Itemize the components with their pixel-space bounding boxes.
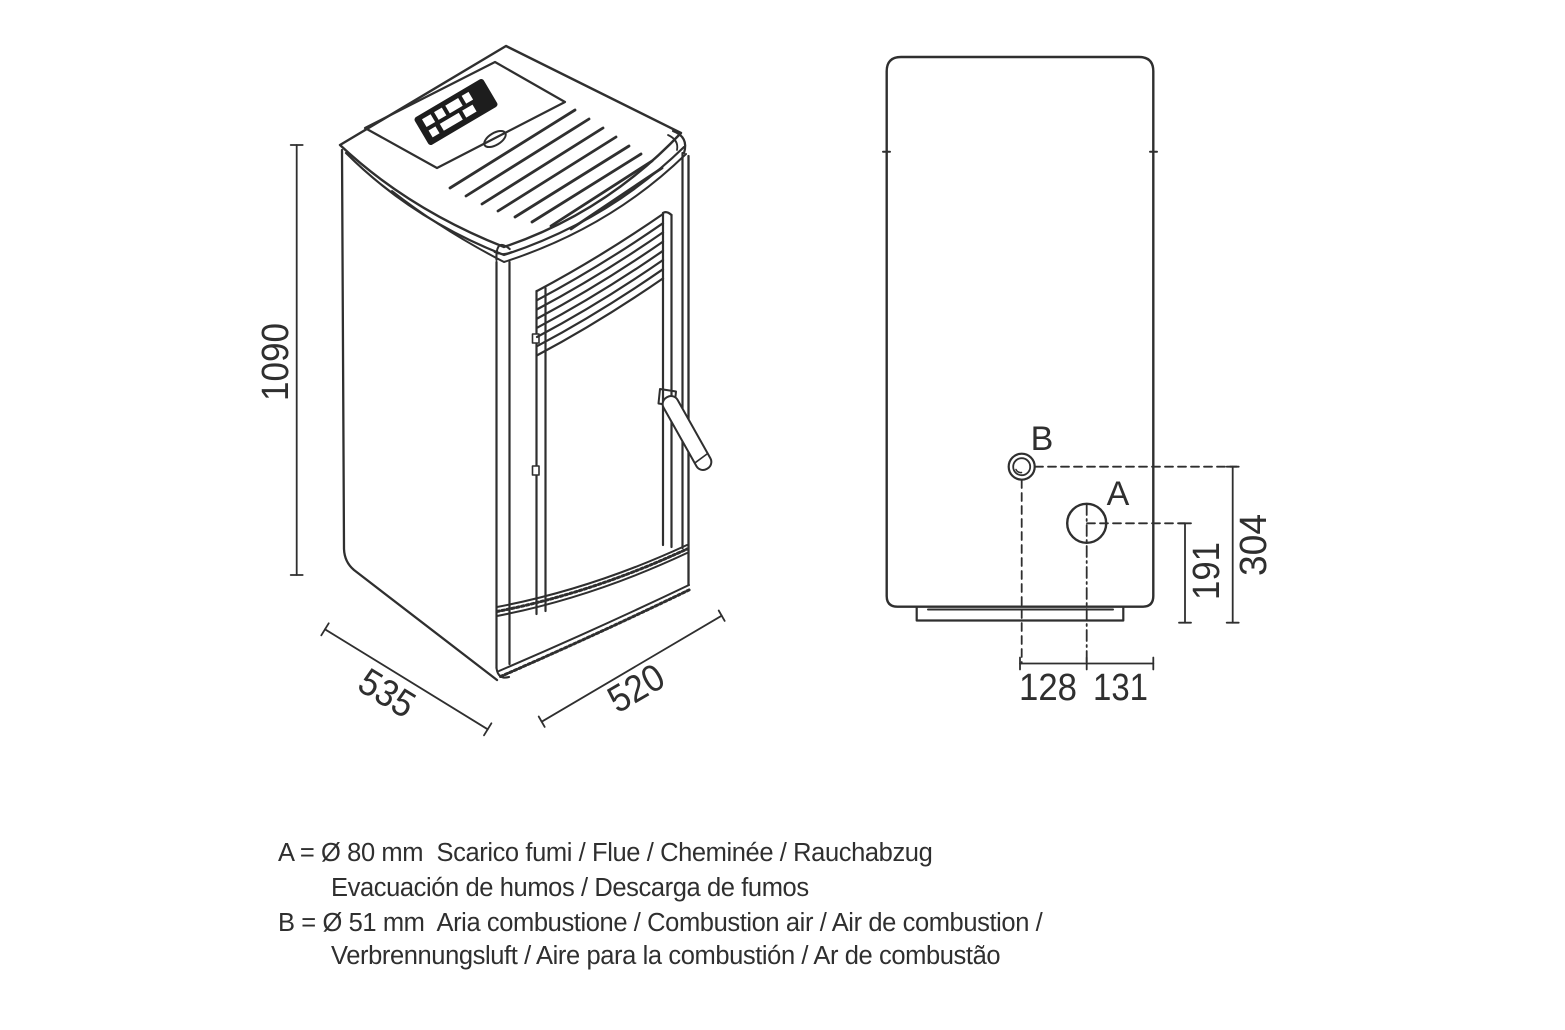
dimension-width-value: 520 (601, 656, 672, 721)
label-flue-outlet: A (1107, 475, 1130, 513)
display-key-3 (461, 91, 474, 104)
stove-top-corner-cap (671, 129, 687, 155)
stove-top-rim-2 (391, 153, 687, 263)
control-display[interactable] (413, 78, 498, 146)
top-vent-slats (448, 108, 664, 231)
dimension-flue-height-value: 191 (1186, 542, 1228, 600)
stove-top-rim-1 (344, 145, 686, 257)
dimension-bottom (1019, 656, 1155, 671)
dimension-flue-offset-value: 131 (1093, 667, 1148, 709)
display-key-6 (462, 104, 477, 118)
dimension-width-line (540, 614, 723, 723)
rear-body-outline (885, 55, 1155, 608)
dimension-depth-value: 535 (351, 661, 422, 727)
legend-flue-line-2: Evacuación de humos / Descarga de fumos (331, 874, 809, 902)
display-key-4 (428, 126, 440, 138)
legend-flue-line-1: A = Ø 80 mm Scarico fumi / Flue / Chemin… (278, 839, 933, 867)
base-seam-band (495, 544, 689, 617)
lid-latch[interactable] (482, 128, 509, 151)
dimension-depth (320, 622, 493, 737)
dimension-flue-height (1178, 522, 1192, 624)
dimension-depth-tick-right (483, 722, 493, 737)
door-top-corner (661, 211, 673, 217)
base-bottom-edge (498, 584, 692, 678)
front-corner-post-seam (493, 251, 513, 255)
display-key-2 (434, 107, 447, 120)
dimension-air-height (1225, 465, 1240, 624)
air-inlet-inner-circle (1012, 457, 1032, 477)
dimension-air-height-value: 304 (1233, 514, 1275, 576)
control-lid-outline (363, 60, 567, 170)
front-corner-post-top-cap (495, 243, 511, 262)
rear-plinth (915, 605, 1125, 622)
rear-view: B A 304 191 (882, 55, 1275, 709)
air-inlet-detail (1015, 468, 1023, 474)
display-key-1 (421, 114, 436, 128)
dimension-height (289, 144, 304, 576)
door-hinge-top (531, 333, 540, 344)
dimension-depth-tick-left (320, 622, 330, 637)
door-louvers (535, 212, 665, 357)
label-air-inlet: B (1031, 420, 1054, 458)
dimension-width (537, 609, 726, 728)
door-hinge-bottom (531, 465, 540, 476)
dimension-height-value: 1090 (255, 323, 297, 401)
display-key-5 (439, 112, 463, 131)
dimension-width-tick-left (537, 715, 546, 728)
stove-top-corner-cap-inner (667, 134, 679, 151)
dimension-width-tick-right (717, 609, 726, 622)
door-handle[interactable] (660, 393, 714, 472)
dimension-air-offset-value: 128 (1019, 667, 1077, 709)
display-screen (445, 97, 463, 114)
legend-air-line-2: Verbrennungsluft / Aire para la combusti… (331, 942, 1001, 970)
isometric-view: 1090 535 520 (255, 44, 726, 737)
handle-grip-mark (693, 452, 709, 464)
legend-air-line-1: B = Ø 51 mm Aria combustione / Combustio… (278, 909, 1043, 937)
body-left-edge (340, 148, 499, 682)
dimension-depth-line (324, 628, 489, 731)
